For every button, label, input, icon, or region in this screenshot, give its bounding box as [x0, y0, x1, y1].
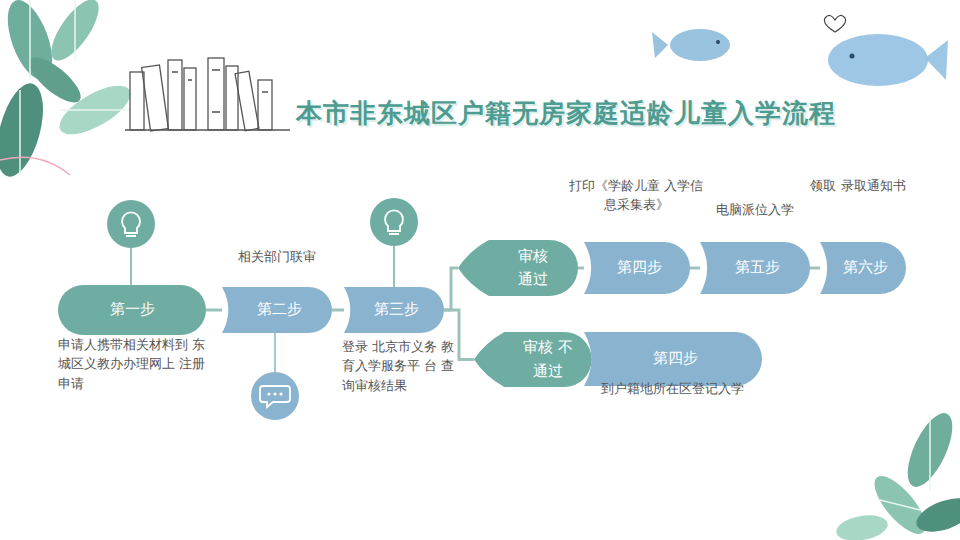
step-box: 第六步领取 录取通知书 — [820, 242, 906, 294]
step-outline — [584, 242, 690, 294]
flow-connector — [444, 268, 458, 310]
step-caption: 登录 北京市义务 教育入学服务平 台 查询审核结果 — [342, 337, 462, 396]
step-label: 审核 通过 — [509, 245, 557, 292]
flow-connector — [206, 309, 222, 312]
decision-arrow: 审核 不通过 — [474, 332, 592, 387]
step-outline — [820, 242, 906, 294]
step-box: 第三步登录 北京市义务 教育入学服务平 台 查询审核结果 — [344, 287, 444, 333]
step-outline — [700, 242, 810, 294]
decision-arrow: 审核 通过 — [458, 240, 578, 296]
step-label: 第四步 — [652, 347, 699, 370]
step-label: 审核 不通过 — [522, 336, 574, 383]
step-label: 第一步 — [109, 298, 156, 321]
step-outline — [222, 287, 332, 333]
step-caption: 领取 录取通知书 — [808, 176, 908, 196]
step-caption: 到户籍地所在区登记入学 — [572, 379, 772, 399]
step-label: 第二步 — [256, 298, 303, 321]
step-box: 第一步申请人携带相关材料到 东城区义教办办理网上 注册申请 — [58, 285, 206, 335]
step-outline — [584, 332, 762, 386]
step-label: 第六步 — [842, 256, 889, 279]
step-outline — [344, 287, 444, 333]
step-label: 第四步 — [616, 256, 663, 279]
step-shape — [458, 240, 578, 296]
flow-connector — [578, 267, 584, 270]
step-label: 第三步 — [373, 298, 420, 321]
step-box: 第四步到户籍地所在区登记入学 — [584, 332, 762, 386]
step-caption: 相关部门联审 — [222, 247, 332, 267]
flow-connector — [332, 309, 344, 312]
step-caption: 电脑派位入学 — [696, 200, 814, 220]
books-sketch — [125, 58, 290, 131]
step-box: 第四步打印《学龄儿童 入学信息采集表》 — [584, 242, 690, 294]
step-box: 第五步电脑派位入学 — [700, 242, 810, 294]
leaf-cluster — [834, 407, 960, 540]
leaf-cluster — [0, 0, 138, 182]
step-outline — [58, 285, 206, 335]
fish-illustration — [652, 15, 948, 86]
step-outline — [474, 332, 592, 387]
step-caption: 打印《学龄儿童 入学信息采集表》 — [566, 176, 706, 215]
flow-connector — [810, 267, 820, 270]
step-outline — [458, 240, 578, 296]
step-box: 第二步相关部门联审 — [222, 287, 332, 333]
step-label: 第五步 — [734, 256, 781, 279]
diagram-title: 本市非东城区户籍无房家庭适龄儿童入学流程 — [296, 96, 836, 131]
step-caption: 申请人携带相关材料到 东城区义教办办理网上 注册申请 — [58, 335, 218, 394]
flow-connector — [690, 267, 700, 270]
